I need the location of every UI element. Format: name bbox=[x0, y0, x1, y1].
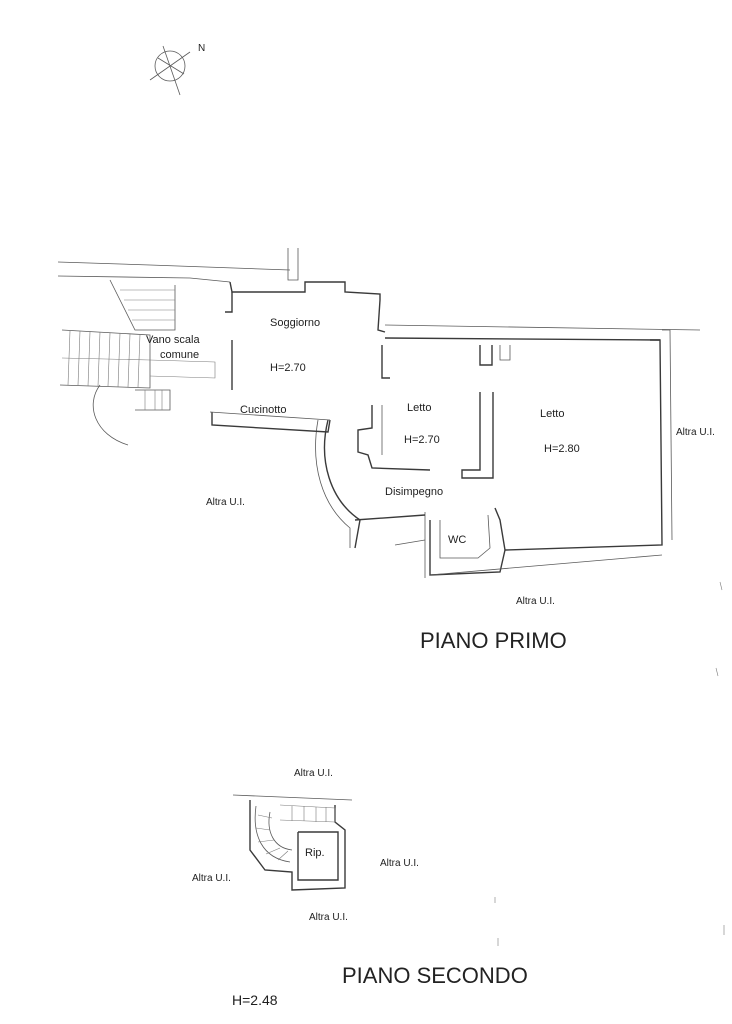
scan-marks bbox=[494, 581, 725, 946]
floor2-walls bbox=[232, 794, 353, 891]
stairs-icon bbox=[59, 279, 216, 446]
floor2-neighbor-right: Altra U.I. bbox=[380, 858, 419, 869]
neighbor-label-left: Altra U.I. bbox=[206, 497, 245, 508]
room-height-letto-2: H=2.80 bbox=[544, 443, 580, 455]
room-label-letto-1: Letto bbox=[407, 402, 431, 414]
room-height-letto-1: H=2.70 bbox=[404, 434, 440, 446]
room-label-disimpegno: Disimpegno bbox=[385, 486, 443, 498]
room-label-rip: Rip. bbox=[305, 847, 325, 859]
room-label-soggiorno: Soggiorno bbox=[270, 317, 320, 329]
floor2-title: PIANO SECONDO bbox=[342, 963, 528, 988]
spiral-stairs-icon bbox=[254, 804, 336, 863]
room-label-wc: WC bbox=[448, 534, 466, 546]
room-label-letto-2: Letto bbox=[540, 408, 564, 420]
floor2-neighbor-left: Altra U.I. bbox=[192, 873, 231, 884]
room-label-comune: comune bbox=[160, 349, 199, 361]
compass-icon: N bbox=[149, 43, 205, 96]
compass-north-label: N bbox=[198, 43, 205, 54]
floor1-title: PIANO PRIMO bbox=[420, 628, 567, 653]
neighbor-label-right: Altra U.I. bbox=[676, 427, 715, 438]
room-height-soggiorno: H=2.70 bbox=[270, 362, 306, 374]
floor2-neighbor-top: Altra U.I. bbox=[294, 768, 333, 779]
room-label-cucinotto: Cucinotto bbox=[240, 404, 286, 416]
floor1-walls bbox=[57, 248, 701, 578]
room-label-vano-scala: Vano scala bbox=[146, 334, 200, 346]
floor2-neighbor-bottom: Altra U.I. bbox=[309, 912, 348, 923]
floor2-height: H=2.48 bbox=[232, 992, 278, 1008]
neighbor-label-bottom: Altra U.I. bbox=[516, 596, 555, 607]
